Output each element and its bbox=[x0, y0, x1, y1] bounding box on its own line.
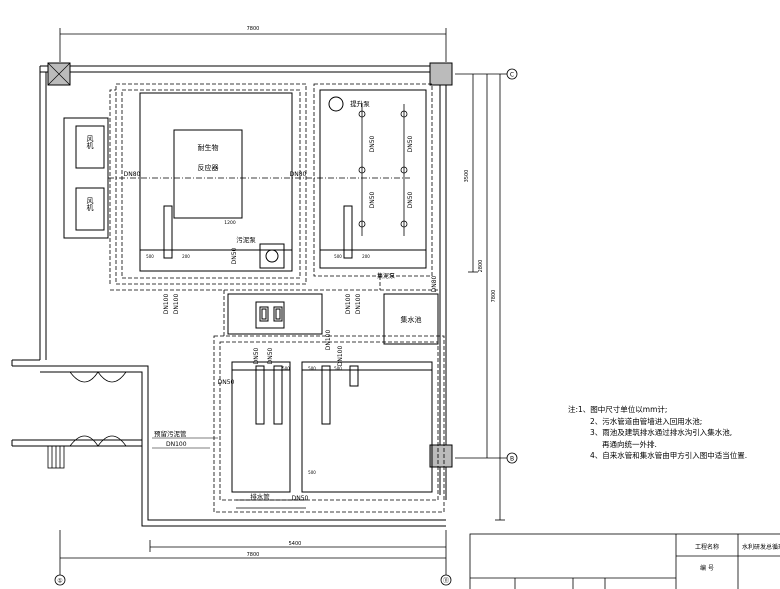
lift-pump-room bbox=[319, 89, 427, 269]
note-2: 2、污水管道由管墙进入回用水池; bbox=[590, 416, 703, 426]
collect-pump-label: 集泥泵 bbox=[377, 272, 395, 280]
columns bbox=[47, 62, 453, 468]
svg-text:200: 200 bbox=[362, 254, 370, 259]
svg-text:DN50: DN50 bbox=[218, 379, 235, 386]
svg-text:500: 500 bbox=[146, 254, 154, 259]
svg-text:B: B bbox=[510, 456, 514, 463]
svg-text:500: 500 bbox=[282, 366, 290, 371]
title-number: 编 号 bbox=[700, 564, 714, 572]
svg-text:①: ① bbox=[57, 578, 62, 585]
fan-2-label: 风机 bbox=[86, 197, 94, 212]
svg-text:DN50: DN50 bbox=[407, 191, 414, 208]
pump-pair bbox=[227, 293, 323, 335]
axis-11: ⑪ bbox=[440, 574, 452, 586]
svg-text:DN50: DN50 bbox=[231, 247, 238, 264]
title-project-name: 工程名称 bbox=[695, 543, 719, 551]
svg-text:DN50: DN50 bbox=[267, 347, 274, 364]
diffusers bbox=[358, 104, 408, 236]
door-swings bbox=[47, 371, 127, 469]
drain-pipe-label: 排水管 bbox=[250, 492, 270, 501]
svg-text:DN100: DN100 bbox=[325, 330, 332, 351]
dashed-trenches bbox=[109, 83, 445, 513]
svg-text:DN50: DN50 bbox=[292, 495, 309, 502]
spare-pipe-label: 预留污泥管 bbox=[154, 429, 187, 438]
svg-text:DN80: DN80 bbox=[124, 171, 141, 178]
svg-text:3500: 3500 bbox=[464, 170, 470, 183]
svg-text:DN100: DN100 bbox=[345, 294, 352, 315]
svg-text:7800: 7800 bbox=[491, 290, 497, 303]
svg-text:DN50: DN50 bbox=[407, 135, 414, 152]
dim-top: 7800 bbox=[247, 26, 260, 32]
lift-pump-label: 提升泵 bbox=[350, 99, 370, 108]
svg-text:DN50: DN50 bbox=[369, 135, 376, 152]
svg-text:2800: 2800 bbox=[478, 260, 484, 273]
title-block bbox=[469, 533, 780, 589]
outer-walls bbox=[11, 65, 447, 527]
svg-text:500: 500 bbox=[334, 366, 342, 371]
svg-text:DN80: DN80 bbox=[290, 171, 307, 178]
svg-text:DN100: DN100 bbox=[337, 346, 344, 367]
svg-text:200: 200 bbox=[182, 254, 190, 259]
note-4: 4、自来水管和集水管由甲方引入图中适当位置. bbox=[590, 451, 748, 460]
svg-text:500: 500 bbox=[308, 366, 316, 371]
svg-text:DN100: DN100 bbox=[355, 294, 362, 315]
svg-text:DN100: DN100 bbox=[166, 441, 187, 448]
svg-text:1200: 1200 bbox=[224, 220, 236, 226]
bioreactor-room bbox=[139, 92, 293, 272]
bottom-dimensions bbox=[59, 530, 447, 575]
bioreactor-label-2: 反应器 bbox=[198, 163, 219, 172]
svg-text:⑪: ⑪ bbox=[443, 577, 449, 585]
axis-c: C bbox=[506, 68, 518, 80]
top-dimension bbox=[59, 28, 447, 62]
axis-1: ① bbox=[54, 574, 66, 586]
sump-label: 集水池 bbox=[401, 315, 422, 324]
svg-text:500: 500 bbox=[334, 254, 342, 259]
right-dimensions bbox=[455, 73, 510, 521]
svg-text:DN50: DN50 bbox=[369, 191, 376, 208]
note-3b: 再通向统一外排. bbox=[602, 439, 657, 449]
svg-text:DN50: DN50 bbox=[253, 347, 260, 364]
svg-text:5400: 5400 bbox=[289, 541, 302, 547]
notes-block: 注:1、图中尺寸单位以mm计; 2、污水管道由管墙进入回用水池; 3、雨池及建筑… bbox=[568, 404, 773, 462]
sludge-pump-label: 污泥泵 bbox=[236, 236, 256, 244]
note-3: 3、雨池及建筑排水通过排水沟引入集水池, bbox=[590, 428, 733, 437]
title-project-value: 水利研发总循环 bbox=[742, 543, 780, 551]
svg-text:DN80: DN80 bbox=[431, 275, 438, 292]
fan-1-label: 风机 bbox=[86, 135, 94, 150]
svg-text:DN100: DN100 bbox=[173, 294, 180, 315]
svg-text:500: 500 bbox=[308, 470, 316, 475]
bioreactor-label-1: 耐生物 bbox=[198, 143, 219, 152]
note-1: 注:1、图中尺寸单位以mm计; bbox=[568, 405, 668, 414]
axis-b: B bbox=[506, 452, 518, 464]
svg-text:DN100: DN100 bbox=[163, 294, 170, 315]
sump-pit bbox=[383, 293, 439, 345]
svg-text:C: C bbox=[510, 72, 514, 79]
lower-tanks bbox=[231, 361, 433, 493]
svg-text:7800: 7800 bbox=[247, 552, 260, 558]
